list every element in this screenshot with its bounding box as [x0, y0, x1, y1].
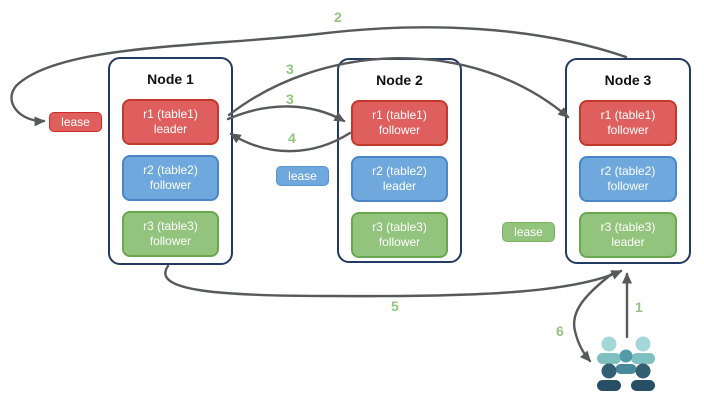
replica-name: r3 (table3): [143, 219, 198, 233]
node-2-title: Node 2: [376, 72, 423, 88]
node-3-replica-r3: r3 (table3) leader: [579, 212, 677, 258]
replica-role: follower: [607, 179, 649, 193]
node-1-replica-r2: r2 (table2) follower: [122, 155, 219, 201]
replica-name: r2 (table2): [600, 164, 656, 178]
node-3-replica-r2: r2 (table2) follower: [579, 156, 677, 202]
step-label-2: 2: [334, 9, 342, 25]
lease-badge-blue: lease: [276, 166, 329, 186]
node-2: Node 2 r1 (table1) follower r2 (table2) …: [337, 58, 462, 263]
node-1: Node 1 r1 (table1) leader r2 (table2) fo…: [108, 57, 233, 265]
node-3-title: Node 3: [604, 72, 652, 88]
replica-name: r1 (table1): [600, 108, 656, 122]
replica-name: r1 (table1): [143, 107, 198, 121]
step-label-6: 6: [556, 323, 564, 339]
arrow-step5-node1-to-node3: [164, 264, 623, 298]
lease-badge-red: lease: [49, 112, 102, 132]
node-2-replica-r3: r3 (table3) follower: [351, 212, 448, 258]
replica-role: follower: [149, 178, 192, 192]
replica-name: r2 (table2): [372, 164, 427, 178]
replica-name: r2 (table2): [143, 163, 198, 177]
replica-name: r3 (table3): [600, 220, 656, 234]
replica-role: follower: [607, 123, 649, 137]
node-2-replica-r1: r1 (table1) follower: [351, 100, 448, 146]
step-label-4: 4: [288, 130, 296, 146]
node-3: Node 3 r1 (table1) follower r2 (table2) …: [565, 58, 691, 264]
lease-badge-green: lease: [502, 222, 555, 242]
step-label-3a: 3: [286, 61, 294, 77]
step-label-5: 5: [391, 298, 399, 314]
node-1-replica-r3: r3 (table3) follower: [122, 211, 219, 257]
replica-role: follower: [378, 123, 421, 137]
replica-role: leader: [611, 235, 645, 249]
replica-name: r3 (table3): [372, 220, 427, 234]
replica-role: follower: [378, 235, 421, 249]
users-group-icon: [597, 336, 655, 391]
node-2-replica-r2: r2 (table2) leader: [351, 156, 448, 202]
node-3-replica-r1: r1 (table1) follower: [579, 100, 677, 146]
node-1-title: Node 1: [147, 71, 194, 87]
step-label-3b: 3: [286, 91, 294, 107]
replica-name: r1 (table1): [372, 108, 427, 122]
arrow-step2-node3-to-lease: [10, 26, 628, 127]
node-1-replica-r1: r1 (table1) leader: [122, 99, 219, 145]
replica-role: follower: [149, 234, 192, 248]
replica-role: leader: [153, 122, 188, 136]
step-label-1: 1: [635, 299, 643, 315]
arrow-step3-leader-to-node2: [226, 105, 346, 123]
replica-role: leader: [382, 179, 417, 193]
